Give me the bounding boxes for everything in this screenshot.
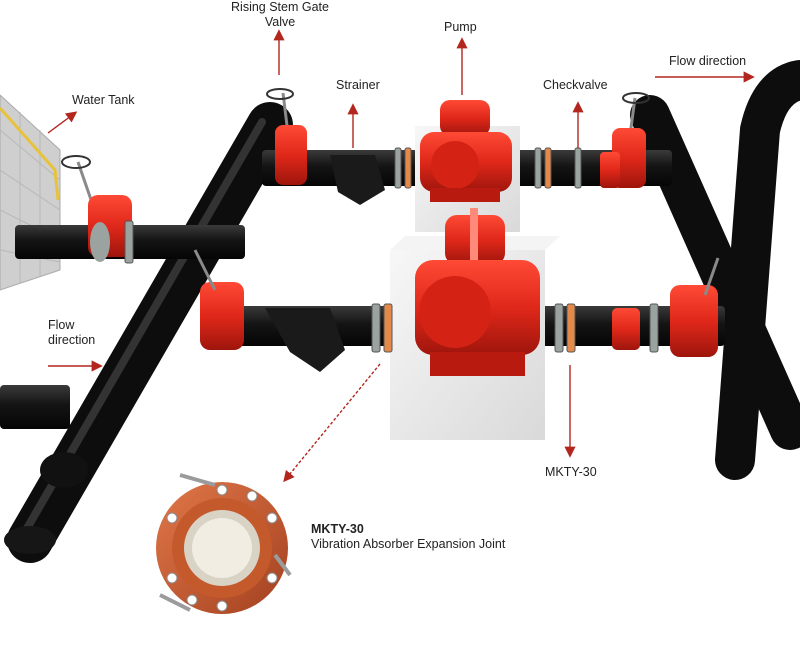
- expansion-joints: [124, 147, 659, 353]
- pump-label: Pump: [444, 20, 477, 34]
- flow-direction-left-label: Flow direction: [48, 318, 95, 348]
- product-name-label: Vibration Absorber Expansion Joint: [311, 537, 506, 551]
- mkty-callout-label: MKTY-30: [545, 465, 597, 479]
- flow-left-line2: direction: [48, 333, 96, 347]
- flow-left-line1: Flow: [48, 318, 75, 332]
- gate-valve-right-upper: [612, 92, 650, 188]
- water-tank: [0, 94, 61, 291]
- gate-valve-label-line1: Rising Stem Gate: [231, 0, 329, 14]
- arrow-water-tank: [47, 111, 78, 134]
- water-tank-label: Water Tank: [72, 93, 135, 107]
- checkvalve-label: Checkvalve: [543, 78, 608, 92]
- gate-valve-upper: [266, 88, 307, 185]
- gate-valve-lower-right: [670, 257, 720, 357]
- expansion-joint-product-image: [156, 473, 292, 614]
- gate-valve-tank: [61, 155, 132, 262]
- gate-valve-label-line2: Valve: [264, 15, 296, 29]
- checkvalve-upper: [600, 152, 620, 188]
- lower-pump: [415, 208, 540, 376]
- upper-pump: [420, 100, 512, 202]
- strainer-lower: [265, 308, 345, 372]
- arrow-expansion-joint: [283, 363, 381, 483]
- product-model-label: MKTY-30: [311, 522, 364, 536]
- strainer-label: Strainer: [336, 78, 380, 92]
- gate-valve-label: Rising Stem Gate Valve: [221, 0, 339, 30]
- checkvalve-lower: [612, 308, 640, 350]
- strainer-upper: [330, 155, 385, 205]
- callout-arrows: [47, 29, 755, 483]
- flow-direction-top-label: Flow direction: [669, 54, 747, 68]
- gate-valve-lower-left: [193, 249, 244, 350]
